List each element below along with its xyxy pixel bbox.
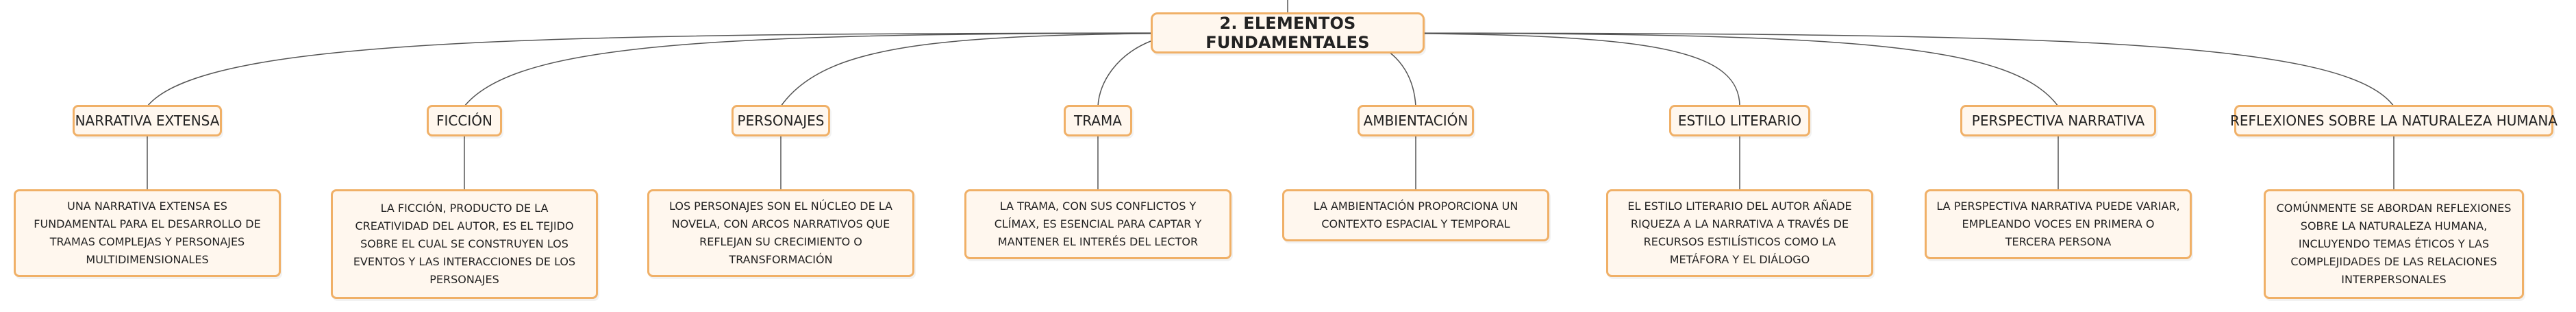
desc-text: LA TRAMA, CON SUS CONFLICTOS Y CLÍMAX, E… [994, 200, 1202, 248]
desc-trama[interactable]: LA TRAMA, CON SUS CONFLICTOS Y CLÍMAX, E… [964, 189, 1231, 259]
root-node[interactable]: 2. ELEMENTOS FUNDAMENTALES [1151, 12, 1425, 53]
node-label: PERSPECTIVA NARRATIVA [1971, 112, 2145, 129]
node-label: TRAMA [1074, 112, 1122, 129]
desc-text: LA FICCIÓN, PRODUCTO DE LA CREATIVIDAD D… [353, 202, 576, 286]
desc-text: COMÚNMENTE SE ABORDAN REFLEXIONES SOBRE … [2276, 202, 2512, 286]
connector-narrativa-extensa [147, 32, 1288, 107]
node-estilo-literario[interactable]: ESTILO LITERARIO [1669, 105, 1810, 136]
desc-perspectiva-narrativa[interactable]: LA PERSPECTIVA NARRATIVA PUEDE VARIAR, E… [1925, 189, 2192, 259]
node-trama[interactable]: TRAMA [1064, 105, 1132, 136]
node-label: NARRATIVA EXTENSA [75, 112, 220, 129]
desc-ambientacion[interactable]: LA AMBIENTACIÓN PROPORCIONA UN CONTEXTO … [1282, 189, 1549, 241]
desc-text: UNA NARRATIVA EXTENSA ES FUNDAMENTAL PAR… [34, 200, 261, 266]
connector-reflexiones [1287, 32, 2394, 107]
desc-reflexiones-naturaleza-humana[interactable]: COMÚNMENTE SE ABORDAN REFLEXIONES SOBRE … [2264, 189, 2524, 299]
desc-text: LOS PERSONAJES SON EL NÚCLEO DE LA NOVEL… [669, 200, 892, 266]
desc-text: EL ESTILO LITERARIO DEL AUTOR AÑADE RIQU… [1627, 200, 1852, 266]
root-node-label: 2. ELEMENTOS FUNDAMENTALES [1205, 14, 1370, 52]
desc-estilo-literario[interactable]: EL ESTILO LITERARIO DEL AUTOR AÑADE RIQU… [1606, 189, 1873, 277]
node-ambientacion[interactable]: AMBIENTACIÓN [1358, 105, 1474, 136]
connector-trama [1097, 40, 1151, 107]
node-perspectiva-narrativa[interactable]: PERSPECTIVA NARRATIVA [1960, 105, 2156, 136]
node-label: REFLEXIONES SOBRE LA NATURALEZA HUMANA [2230, 112, 2558, 129]
node-reflexiones-naturaleza-humana[interactable]: REFLEXIONES SOBRE LA NATURALEZA HUMANA [2230, 105, 2558, 136]
desc-text: LA AMBIENTACIÓN PROPORCIONA UN CONTEXTO … [1313, 200, 1518, 230]
node-label: ESTILO LITERARIO [1677, 112, 1802, 129]
node-label: FICCIÓN [436, 112, 492, 129]
node-personajes[interactable]: PERSONAJES [731, 105, 830, 136]
connector-ficcion [464, 32, 1288, 107]
desc-text: LA PERSPECTIVA NARRATIVA PUEDE VARIAR, E… [1936, 200, 2180, 248]
node-ficcion[interactable]: FICCIÓN [427, 105, 502, 136]
desc-narrativa-extensa[interactable]: UNA NARRATIVA EXTENSA ES FUNDAMENTAL PAR… [14, 189, 281, 277]
desc-ficcion[interactable]: LA FICCIÓN, PRODUCTO DE LA CREATIVIDAD D… [331, 189, 598, 299]
node-label: PERSONAJES [737, 112, 825, 129]
desc-personajes[interactable]: LOS PERSONAJES SON EL NÚCLEO DE LA NOVEL… [647, 189, 914, 277]
node-label: AMBIENTACIÓN [1363, 112, 1468, 129]
node-narrativa-extensa[interactable]: NARRATIVA EXTENSA [73, 105, 222, 136]
